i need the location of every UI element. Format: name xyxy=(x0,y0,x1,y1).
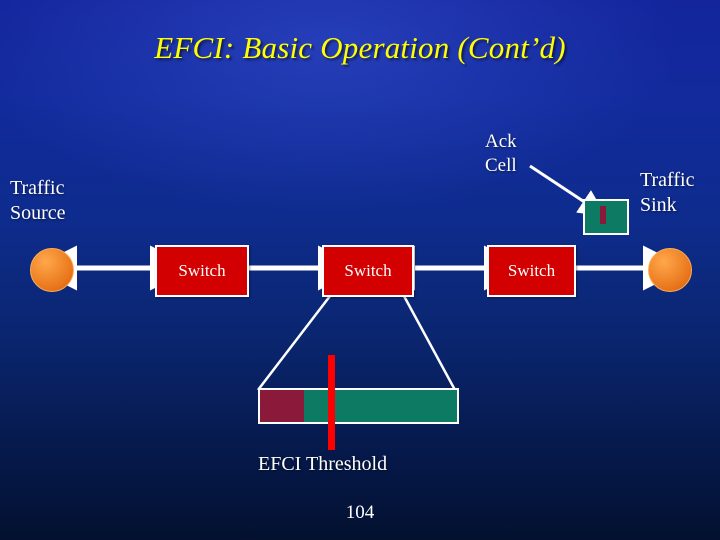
efci-threshold-marker xyxy=(328,355,335,450)
ack-cell-box xyxy=(583,199,629,235)
efci-threshold-label: EFCI Threshold xyxy=(258,453,388,475)
switch-3-label: Switch xyxy=(507,261,556,280)
switch-3[interactable]: Switch xyxy=(487,245,576,297)
switch-queue-box xyxy=(258,388,459,424)
switch-2[interactable]: Switch xyxy=(322,245,414,297)
slide-title: EFCI: Basic Operation (Cont’d) xyxy=(154,30,566,65)
switch-1-label: Switch xyxy=(178,261,226,280)
page-number: 104 xyxy=(345,502,375,523)
switch-2-label: Switch xyxy=(344,261,392,280)
switch-1[interactable]: Switch xyxy=(155,245,249,297)
traffic-source-label: Traffic Source xyxy=(10,177,66,224)
traffic-source-node xyxy=(30,248,74,292)
ack-cell-marker xyxy=(600,206,606,224)
queue-fill-segment xyxy=(304,390,457,422)
queue-head-segment xyxy=(260,390,304,422)
ack-cell-label: Ack Cell xyxy=(485,131,517,176)
traffic-sink-label: Traffic Sink xyxy=(640,169,695,216)
traffic-sink-node xyxy=(648,248,692,292)
